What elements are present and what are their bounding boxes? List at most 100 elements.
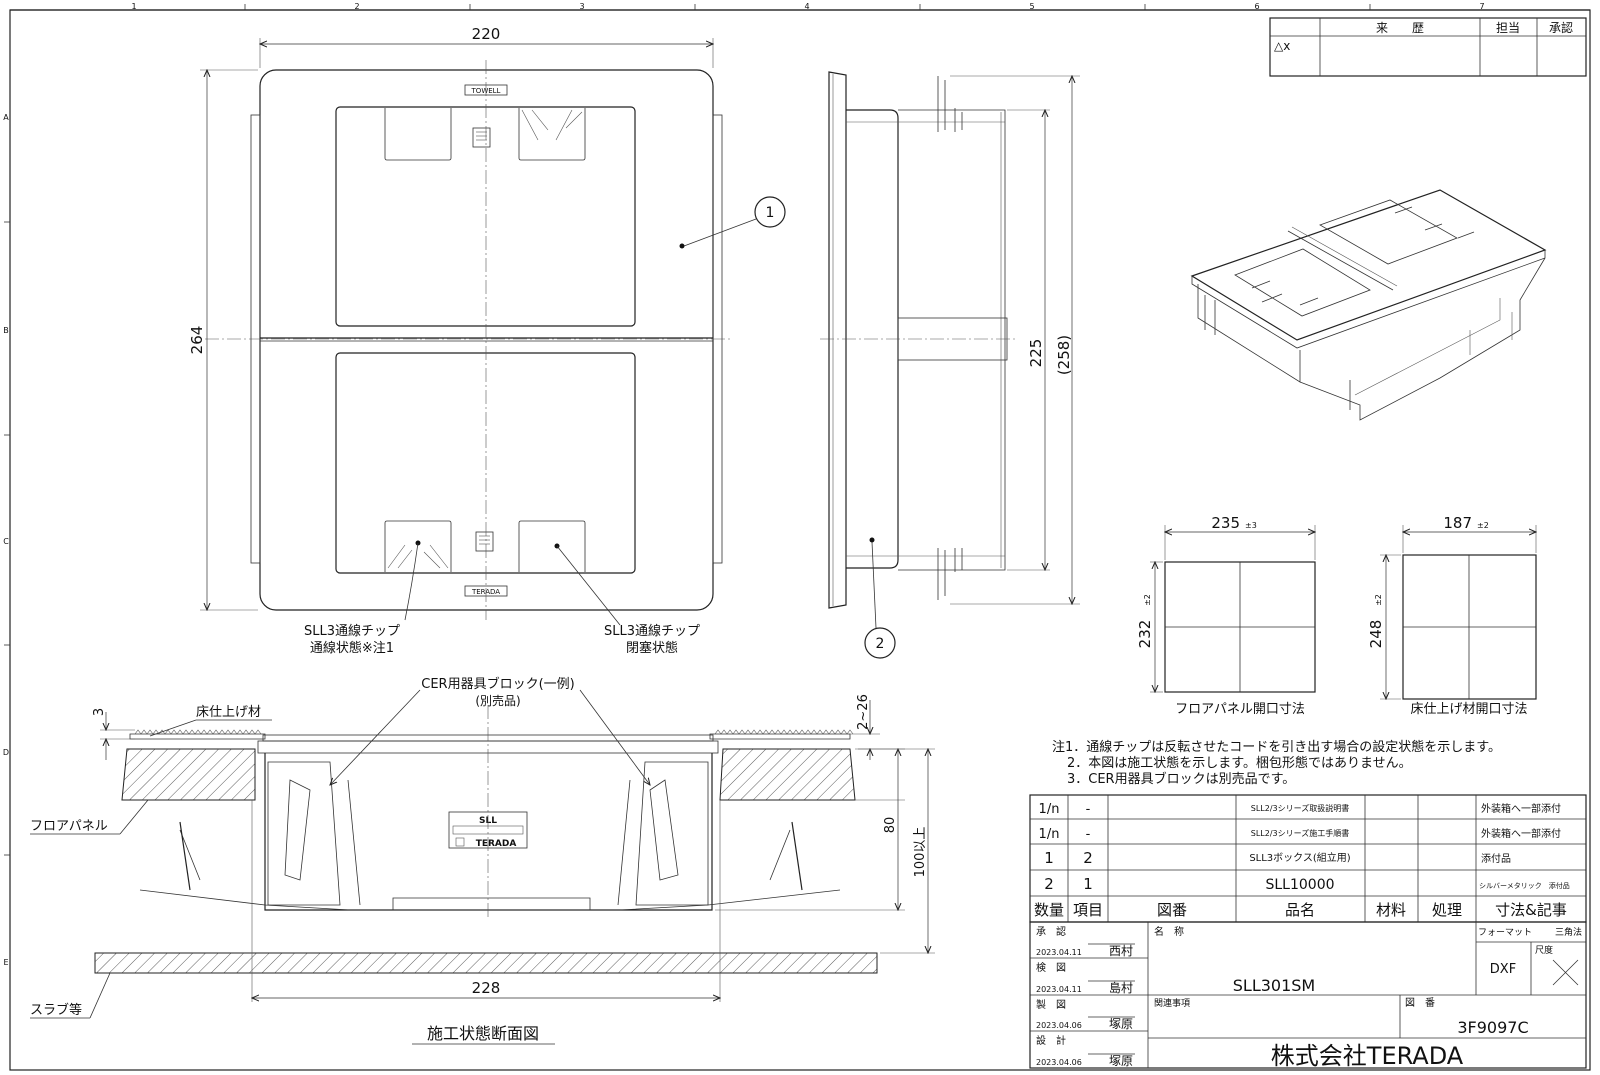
section-box-label-bottom: TERADA bbox=[476, 839, 517, 849]
parts-header-dwg: 図番 bbox=[1157, 901, 1187, 919]
approve-date: 2023.04.11 bbox=[1036, 948, 1082, 957]
opening-panel-caption: フロアパネル開口寸法 bbox=[1175, 702, 1305, 717]
note-1: 注1．通線チップは反転させたコードを引き出す場合の設定状態を示します。 bbox=[1052, 739, 1501, 755]
parts-r2-qty: 1/n bbox=[1039, 827, 1060, 842]
opening-panel-width-tol: ±3 bbox=[1245, 521, 1257, 530]
approve-name: 西村 bbox=[1109, 944, 1133, 958]
frame-col-1: 1 bbox=[131, 2, 136, 11]
parts-header-qty: 数量 bbox=[1034, 901, 1064, 919]
dim-228: 228 bbox=[472, 979, 501, 997]
scale-label: 尺度 bbox=[1535, 944, 1553, 956]
opening-finish-width-tol: ±2 bbox=[1477, 521, 1489, 530]
top-view: TOWELL TERADA 220 264 1 SLL3通線チップ 通線状態※注… bbox=[188, 25, 786, 656]
frame-col-6: 6 bbox=[1254, 2, 1259, 11]
parts-r4-note: シルバーメタリック 添付品 bbox=[1479, 881, 1570, 890]
top-plate-label-lower: TERADA bbox=[471, 588, 500, 596]
parts-header-note: 寸法&記事 bbox=[1495, 901, 1567, 919]
parts-r3-note: 添付品 bbox=[1481, 852, 1511, 865]
frame-row-c: C bbox=[3, 537, 9, 546]
check-name: 島村 bbox=[1109, 980, 1133, 995]
frame-row-e: E bbox=[3, 958, 8, 967]
name-label: 名 称 bbox=[1154, 925, 1184, 938]
floor-panel-right bbox=[719, 748, 856, 801]
parts-r3-item: 2 bbox=[1083, 849, 1093, 867]
notes: 注1．通線チップは反転させたコードを引き出す場合の設定状態を示します。 2．本図… bbox=[1052, 739, 1501, 787]
upper-lid bbox=[335, 106, 636, 327]
revision-person-header: 担当 bbox=[1496, 21, 1520, 35]
top-plate-label-upper: TOWELL bbox=[471, 87, 501, 95]
check-label: 検 図 bbox=[1036, 961, 1066, 974]
note-3: 3．CER用器具ブロックは別売品です。 bbox=[1067, 771, 1295, 787]
callout-open-line1: SLL3通線チップ bbox=[304, 623, 400, 639]
frame-col-5: 5 bbox=[1029, 2, 1034, 11]
revision-approve-header: 承認 bbox=[1549, 20, 1573, 35]
parts-header-item: 項目 bbox=[1073, 901, 1103, 919]
design-date: 2023.04.06 bbox=[1036, 1058, 1082, 1067]
frame-row-d: D bbox=[3, 748, 9, 757]
dim-80: 80 bbox=[883, 817, 898, 834]
company-name: 株式会社TERADA bbox=[1271, 1042, 1464, 1070]
revision-history-header: 来 歴 bbox=[1376, 21, 1424, 35]
balloon-1 bbox=[754, 196, 786, 228]
balloon-1-label: 1 bbox=[766, 205, 775, 221]
lower-lid bbox=[335, 352, 636, 574]
parts-r1-note: 外装箱へ一部添付 bbox=[1481, 802, 1561, 815]
opening-finish-width: 187 bbox=[1443, 514, 1472, 532]
drawing-no-label: 図 番 bbox=[1405, 997, 1435, 1009]
callout-closed-line1: SLL3通線チップ bbox=[604, 623, 700, 639]
revision-block: 来 歴 担当 承認 △x bbox=[1269, 17, 1587, 77]
dim-height-264: 264 bbox=[188, 326, 206, 355]
product-name: SLL301SM bbox=[1233, 976, 1315, 995]
check-date: 2023.04.11 bbox=[1036, 985, 1082, 994]
parts-header-material: 材料 bbox=[1376, 901, 1406, 919]
frame-col-3: 3 bbox=[579, 2, 584, 11]
opening-panel-height-tol: ±2 bbox=[1143, 594, 1152, 606]
top-view-plate bbox=[259, 69, 714, 611]
parts-r4-qty: 2 bbox=[1044, 875, 1054, 893]
dim-258: (258) bbox=[1055, 335, 1073, 375]
callout-open-line2: 通線状態※注1 bbox=[310, 640, 394, 656]
parts-r1-qty: 1/n bbox=[1039, 802, 1060, 817]
parts-header-name: 品名 bbox=[1285, 901, 1315, 919]
dim-3: 3 bbox=[92, 708, 107, 716]
opening-floor-panel: 235 ±3 232 ±2 フロアパネル開口寸法 bbox=[1136, 514, 1315, 717]
frame-col-2: 2 bbox=[354, 2, 359, 11]
section-view: SLL TERADA CER用器具ブロック(一例) (別売品) 床仕上げ材 3 … bbox=[30, 676, 935, 1045]
floor-panel-left bbox=[121, 748, 256, 801]
frame-row-a: A bbox=[3, 113, 9, 122]
dim-100: 100以上 bbox=[913, 827, 928, 878]
sheet-frame: 1 2 3 4 5 6 7 A B C D E bbox=[3, 2, 1591, 1071]
opening-floor-finish: 187 ±2 248 ±2 床仕上げ材開口寸法 bbox=[1367, 514, 1536, 717]
parts-table: 1/n - SLL2/3シリーズ取扱説明書 外装箱へ一部添付 1/n - SLL… bbox=[1029, 794, 1587, 923]
draw-label: 製 図 bbox=[1036, 998, 1066, 1011]
floor-panel-label: フロアパネル bbox=[30, 819, 108, 834]
design-name: 塚原 bbox=[1109, 1054, 1133, 1068]
section-caption: 施工状態断面図 bbox=[427, 1024, 539, 1043]
isometric-view bbox=[1190, 189, 1547, 421]
approve-label: 承 認 bbox=[1036, 925, 1066, 938]
parts-r4-item: 1 bbox=[1083, 875, 1093, 893]
balloon-2 bbox=[864, 627, 896, 659]
balloon-2-label: 2 bbox=[876, 636, 885, 652]
note-2: 2．本図は施工状態を示します。梱包形態ではありません。 bbox=[1067, 755, 1412, 771]
slab bbox=[94, 952, 878, 974]
parts-r1-name: SLL2/3シリーズ取扱説明書 bbox=[1251, 803, 1349, 813]
draw-name: 塚原 bbox=[1109, 1017, 1133, 1031]
side-view: 225 (258) 2 bbox=[820, 71, 1080, 659]
format-value: DXF bbox=[1490, 962, 1516, 977]
slab-label: スラブ等 bbox=[30, 1002, 82, 1018]
parts-r2-note: 外装箱へ一部添付 bbox=[1481, 827, 1561, 840]
parts-r2-name: SLL2/3シリーズ施工手順書 bbox=[1251, 828, 1349, 838]
frame-col-7: 7 bbox=[1479, 2, 1484, 11]
parts-r1-item: - bbox=[1086, 802, 1091, 817]
dim-225: 225 bbox=[1027, 339, 1045, 368]
format-label: フォーマット bbox=[1478, 928, 1532, 938]
design-label: 設 計 bbox=[1036, 1034, 1066, 1047]
frame-row-b: B bbox=[3, 326, 9, 335]
draw-date: 2023.04.06 bbox=[1036, 1021, 1082, 1030]
related-label: 関連事項 bbox=[1154, 997, 1190, 1009]
drawing-number: 3F9097C bbox=[1457, 1018, 1528, 1037]
finish-material-label: 床仕上げ材 bbox=[196, 705, 261, 720]
opening-finish-caption: 床仕上げ材開口寸法 bbox=[1410, 702, 1527, 717]
